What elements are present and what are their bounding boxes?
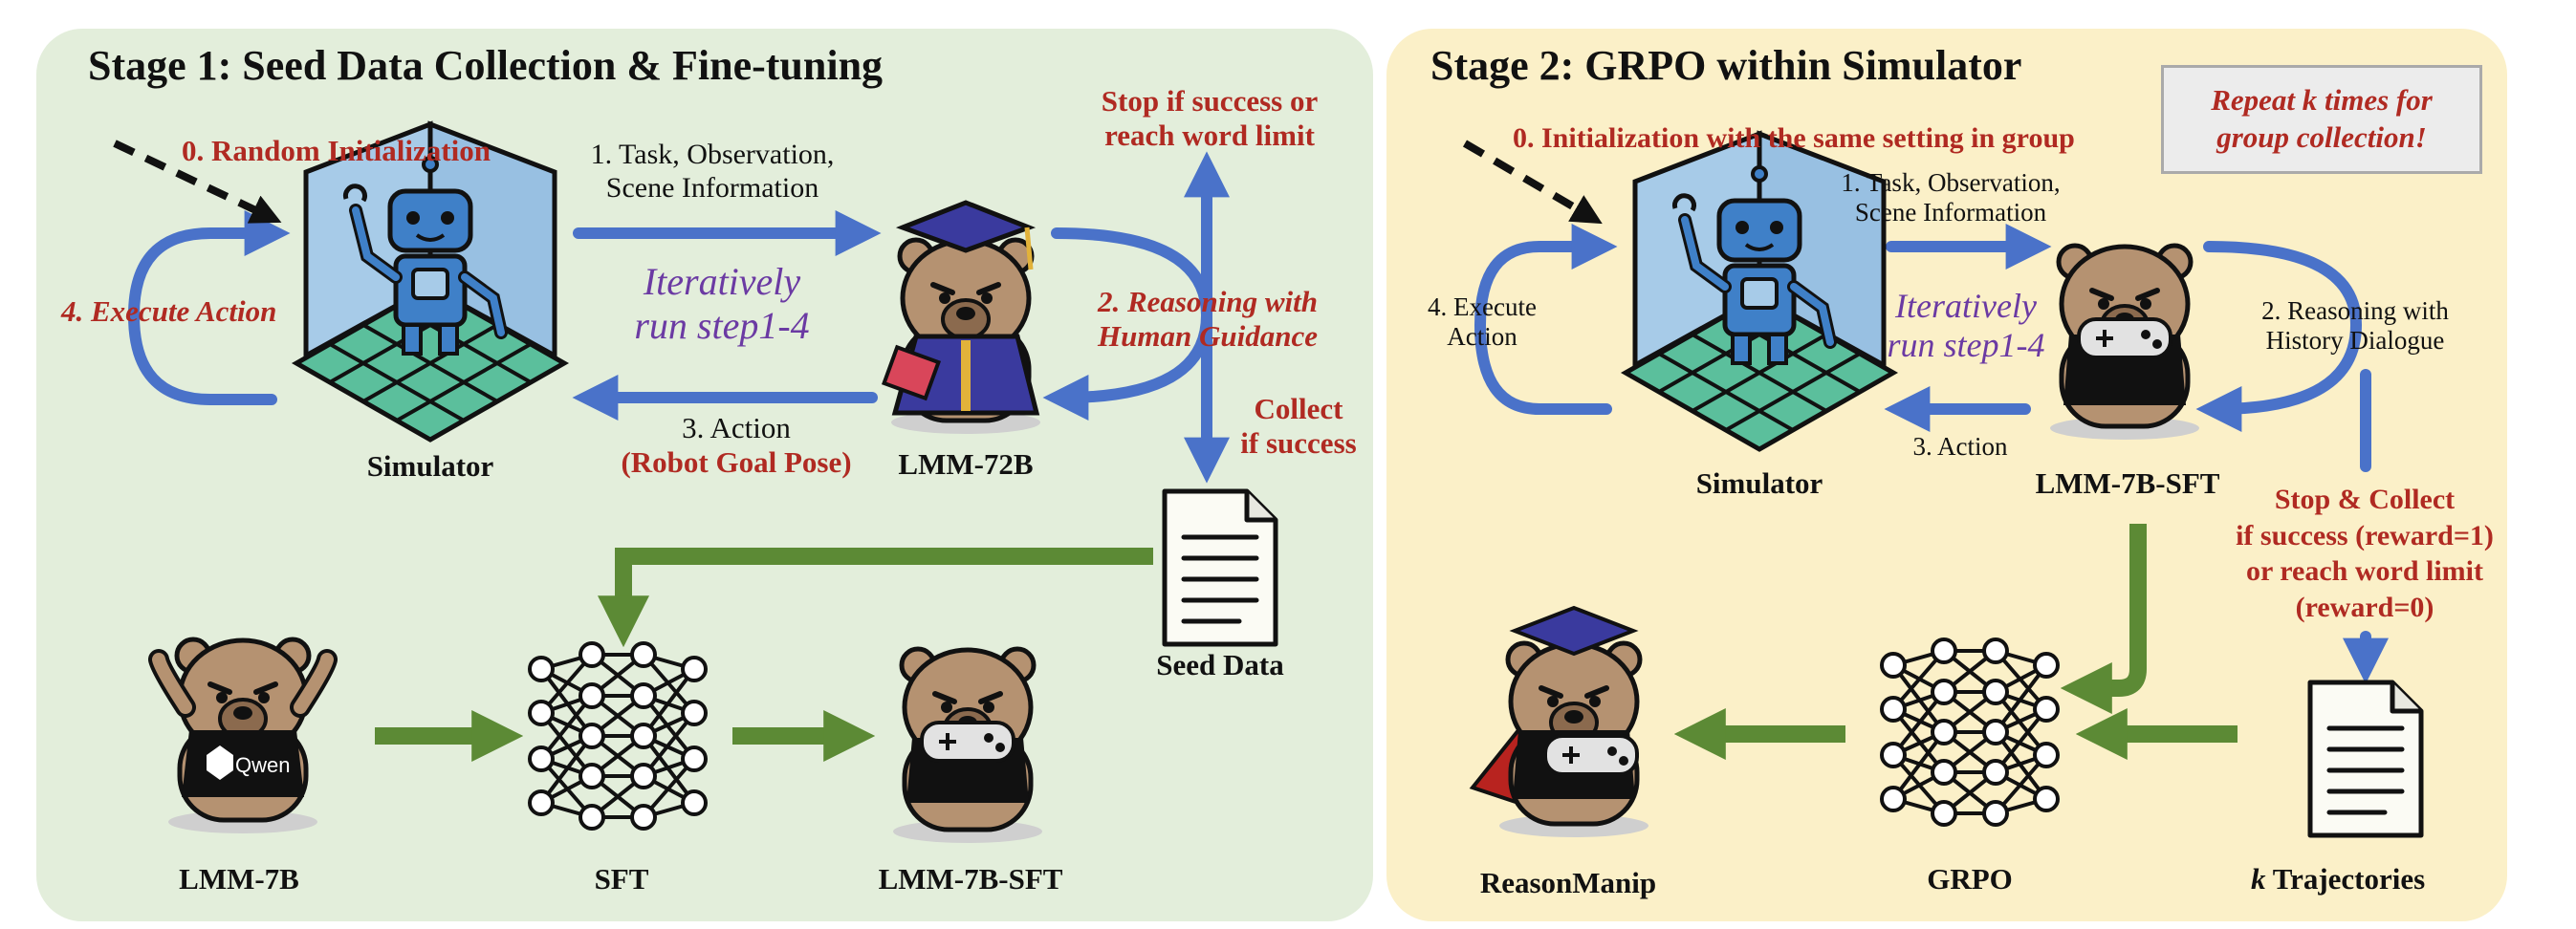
- simulator-icon: [296, 124, 564, 440]
- arrow2-init: [1462, 140, 1603, 225]
- reasoning-line2: Human Guidance: [1098, 318, 1318, 353]
- gamer-bear-icon: [893, 649, 1042, 843]
- stage1-training-arrows: [375, 548, 1153, 762]
- reasoning-line1: 2. Reasoning with: [1098, 285, 1318, 318]
- arrow2-execute-loop: [1474, 224, 1618, 415]
- collect-line1: Collect: [1254, 392, 1343, 425]
- trajectories-document-icon: [2310, 682, 2421, 835]
- task-observation2-line1: 1. Task, Observation,: [1841, 168, 2061, 197]
- iterative-label-2: Iteratively run step1-4: [1861, 287, 2071, 366]
- stage1-title: Stage 1: Seed Data Collection & Fine-tun…: [88, 42, 884, 89]
- arrow-seed-to-sft: [598, 548, 1153, 648]
- sft-label: SFT: [594, 862, 649, 896]
- stop-collect-line4: (reward=0): [2295, 591, 2434, 623]
- arrow-execute-loop: [127, 210, 291, 405]
- arrow-random-init: [113, 140, 282, 224]
- reasonmanip-label: ReasonManip: [1479, 866, 1657, 899]
- qwen-bear-icon: [148, 639, 338, 833]
- k-trajectories-label: k Trajectories: [2251, 862, 2425, 897]
- random-init-label: 0. Random Initialization: [182, 134, 491, 167]
- iterative2-line1: Iteratively: [1895, 287, 2037, 325]
- iterative-label: Iteratively run step1-4: [574, 260, 870, 348]
- k-letter: k: [2251, 862, 2266, 896]
- lmm7b-sft-label-2: LMM-7B-SFT: [2035, 466, 2220, 500]
- init-same-setting-label: 0. Initialization with the same setting …: [1513, 122, 2075, 154]
- arrow2-lmm7sft-to-grpo: [2060, 524, 2147, 714]
- stop-collect-line1: Stop & Collect: [2274, 484, 2456, 515]
- stage1-loop-arrows: [127, 151, 1230, 484]
- stop-collect-line3: or reach word limit: [2245, 555, 2483, 587]
- action-label: 3. Action: [682, 411, 791, 444]
- reasoning-label-2: 2. Reasoning with History Dialogue: [2236, 296, 2475, 356]
- task-observation-line1: 1. Task, Observation,: [590, 139, 835, 170]
- reasoning2-line2: History Dialogue: [2265, 326, 2445, 356]
- repeat-line2: group collection!: [2216, 120, 2427, 154]
- stage2-title: Stage 2: GRPO within Simulator: [1430, 42, 2022, 89]
- collect-label: Collect if success: [1222, 392, 1375, 460]
- stop-line2: reach word limit: [1104, 118, 1315, 152]
- stop-line1: Stop if success or: [1101, 84, 1319, 118]
- simulator-label: Simulator: [366, 449, 494, 483]
- stop-condition-label: Stop if success or reach word limit: [1076, 84, 1343, 152]
- iterative2-line2: run step1-4: [1887, 326, 2045, 365]
- gamer-bear-icon-2: [2050, 246, 2199, 440]
- task-observation-label: 1. Task, Observation, Scene Information: [555, 139, 870, 205]
- stop-collect-line2: if success (reward=1): [2236, 519, 2494, 551]
- simulator-label-2: Simulator: [1695, 466, 1823, 500]
- reasoning-label: 2. Reasoning with Human Guidance: [1079, 285, 1337, 353]
- execute2-line2: Action: [1447, 322, 1517, 352]
- repeat-k-times-box: Repeat k times for group collection!: [2161, 65, 2482, 174]
- execute2-line1: 4. Execute: [1428, 292, 1537, 321]
- stop-collect-label: Stop & Collect if success (reward=1) or …: [2197, 482, 2532, 625]
- sft-network-icon: [528, 641, 708, 831]
- seed-data-label: Seed Data: [1156, 648, 1284, 681]
- scholar-bear-icon: [881, 200, 1040, 434]
- iterative-line1: Iteratively: [643, 260, 801, 303]
- lmm7b-sft-label: LMM-7B-SFT: [878, 862, 1063, 896]
- stage2-training-arrows: [1673, 524, 2238, 760]
- lmm7b-label: LMM-7B: [179, 862, 299, 896]
- trajectories-text: Trajectories: [2265, 862, 2426, 896]
- execute-action-label-2: 4. Execute Action: [1415, 292, 1549, 352]
- lmm72b-label: LMM-72B: [898, 447, 1034, 481]
- task-observation-line2: Scene Information: [605, 171, 819, 204]
- grpo-label: GRPO: [1927, 862, 2013, 896]
- task-observation-label-2: 1. Task, Observation, Scene Information: [1817, 168, 2085, 227]
- action-label-2: 3. Action: [1912, 432, 2008, 461]
- seed-data-document-icon: [1165, 491, 1276, 644]
- qwen-shirt-label: Qwen: [235, 753, 291, 777]
- iterative-line2: run step1-4: [634, 304, 810, 347]
- execute-action-label: 4. Execute Action: [61, 294, 277, 328]
- grpo-network-icon: [1880, 637, 2060, 827]
- arrow2-reasoning-loop: [2195, 241, 2363, 432]
- repeat-line1: Repeat k times for: [2211, 83, 2433, 118]
- reasonmanip-bear-icon: [1469, 605, 1648, 837]
- collect-line2: if success: [1240, 425, 1357, 460]
- reasoning2-line1: 2. Reasoning with: [2261, 296, 2449, 325]
- robot-goal-pose-label: (Robot Goal Pose): [621, 445, 852, 479]
- stage2-loop-arrows: [1474, 224, 2389, 684]
- task-observation2-line2: Scene Information: [1854, 198, 2047, 227]
